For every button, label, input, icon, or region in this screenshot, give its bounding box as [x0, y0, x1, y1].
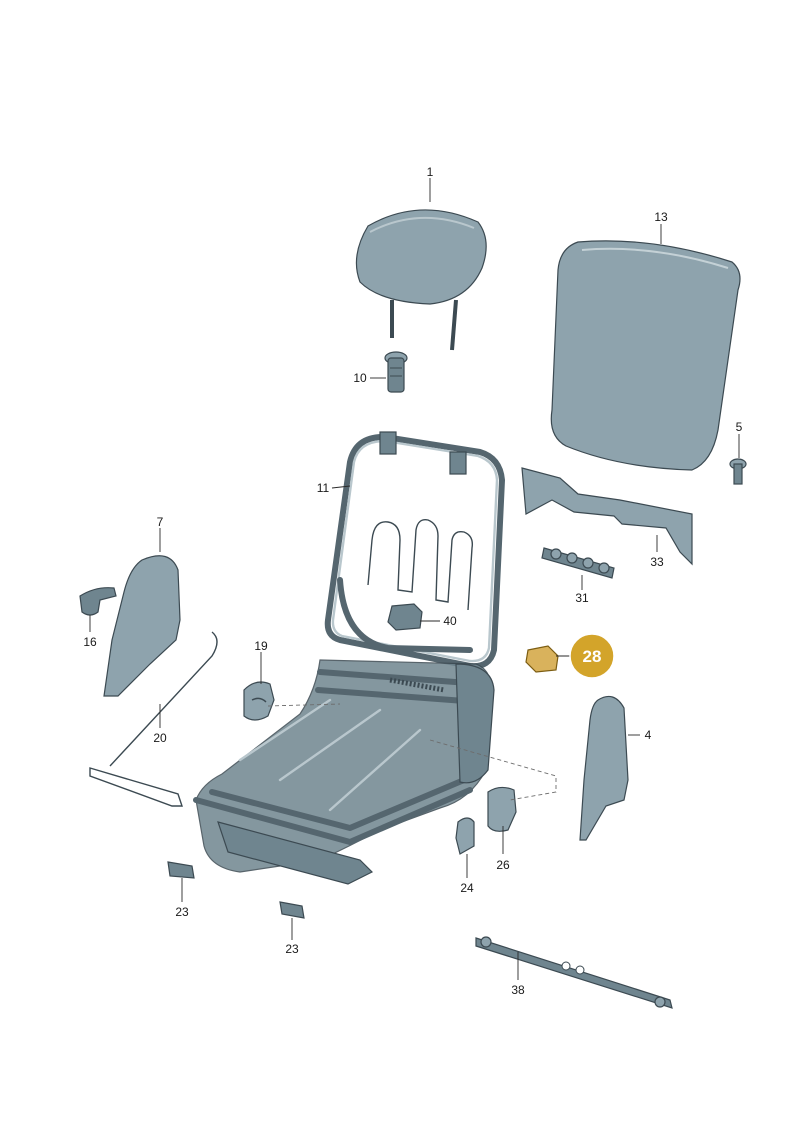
back-panel-part: [550, 240, 741, 471]
handle-part-19: [243, 681, 275, 721]
highlighted-part-28: [525, 645, 559, 673]
screw-part: [729, 458, 747, 485]
callout-4: 4: [645, 728, 652, 742]
side-trim-right-part: [579, 695, 629, 841]
lever-part-16: [79, 587, 117, 616]
callout-38: 38: [511, 983, 525, 997]
callout-23a: 23: [175, 905, 189, 919]
callout-33: 33: [650, 555, 664, 569]
callout-26: 26: [496, 858, 510, 872]
side-trim-left-part: [103, 555, 181, 697]
headrest-guide-part: [384, 351, 408, 393]
clip-part-23a: [167, 861, 195, 879]
callout-31: 31: [575, 591, 589, 605]
callout-24: 24: [460, 881, 474, 895]
callout-20: 20: [153, 731, 167, 745]
callout-23b: 23: [285, 942, 299, 956]
rear-cover-part: [521, 467, 693, 566]
headrest-part: [355, 209, 487, 351]
callout-1: 1: [427, 165, 434, 179]
clip-part-24: [455, 817, 475, 855]
bolt-strip-part: [541, 547, 615, 579]
clip-part-40: [387, 603, 423, 631]
leader-lines: [89, 178, 740, 980]
callout-40: 40: [443, 614, 457, 628]
callout-5: 5: [736, 420, 743, 434]
backrest-frame-part: [324, 431, 505, 670]
handle-part-26: [487, 786, 517, 832]
seat-frame-part: [193, 659, 495, 885]
highlight-badge-label: 28: [583, 647, 602, 666]
callout-16: 16: [83, 635, 97, 649]
clip-part-23b: [279, 901, 305, 919]
rail-bar-part: [475, 936, 673, 1009]
callout-13: 13: [654, 210, 668, 224]
release-cable-part: [89, 631, 218, 807]
callout-10: 10: [353, 371, 367, 385]
callout-19: 19: [254, 639, 268, 653]
callout-7: 7: [157, 515, 164, 529]
highlight-badge-28[interactable]: 28: [569, 633, 615, 679]
callout-11: 11: [317, 481, 330, 495]
